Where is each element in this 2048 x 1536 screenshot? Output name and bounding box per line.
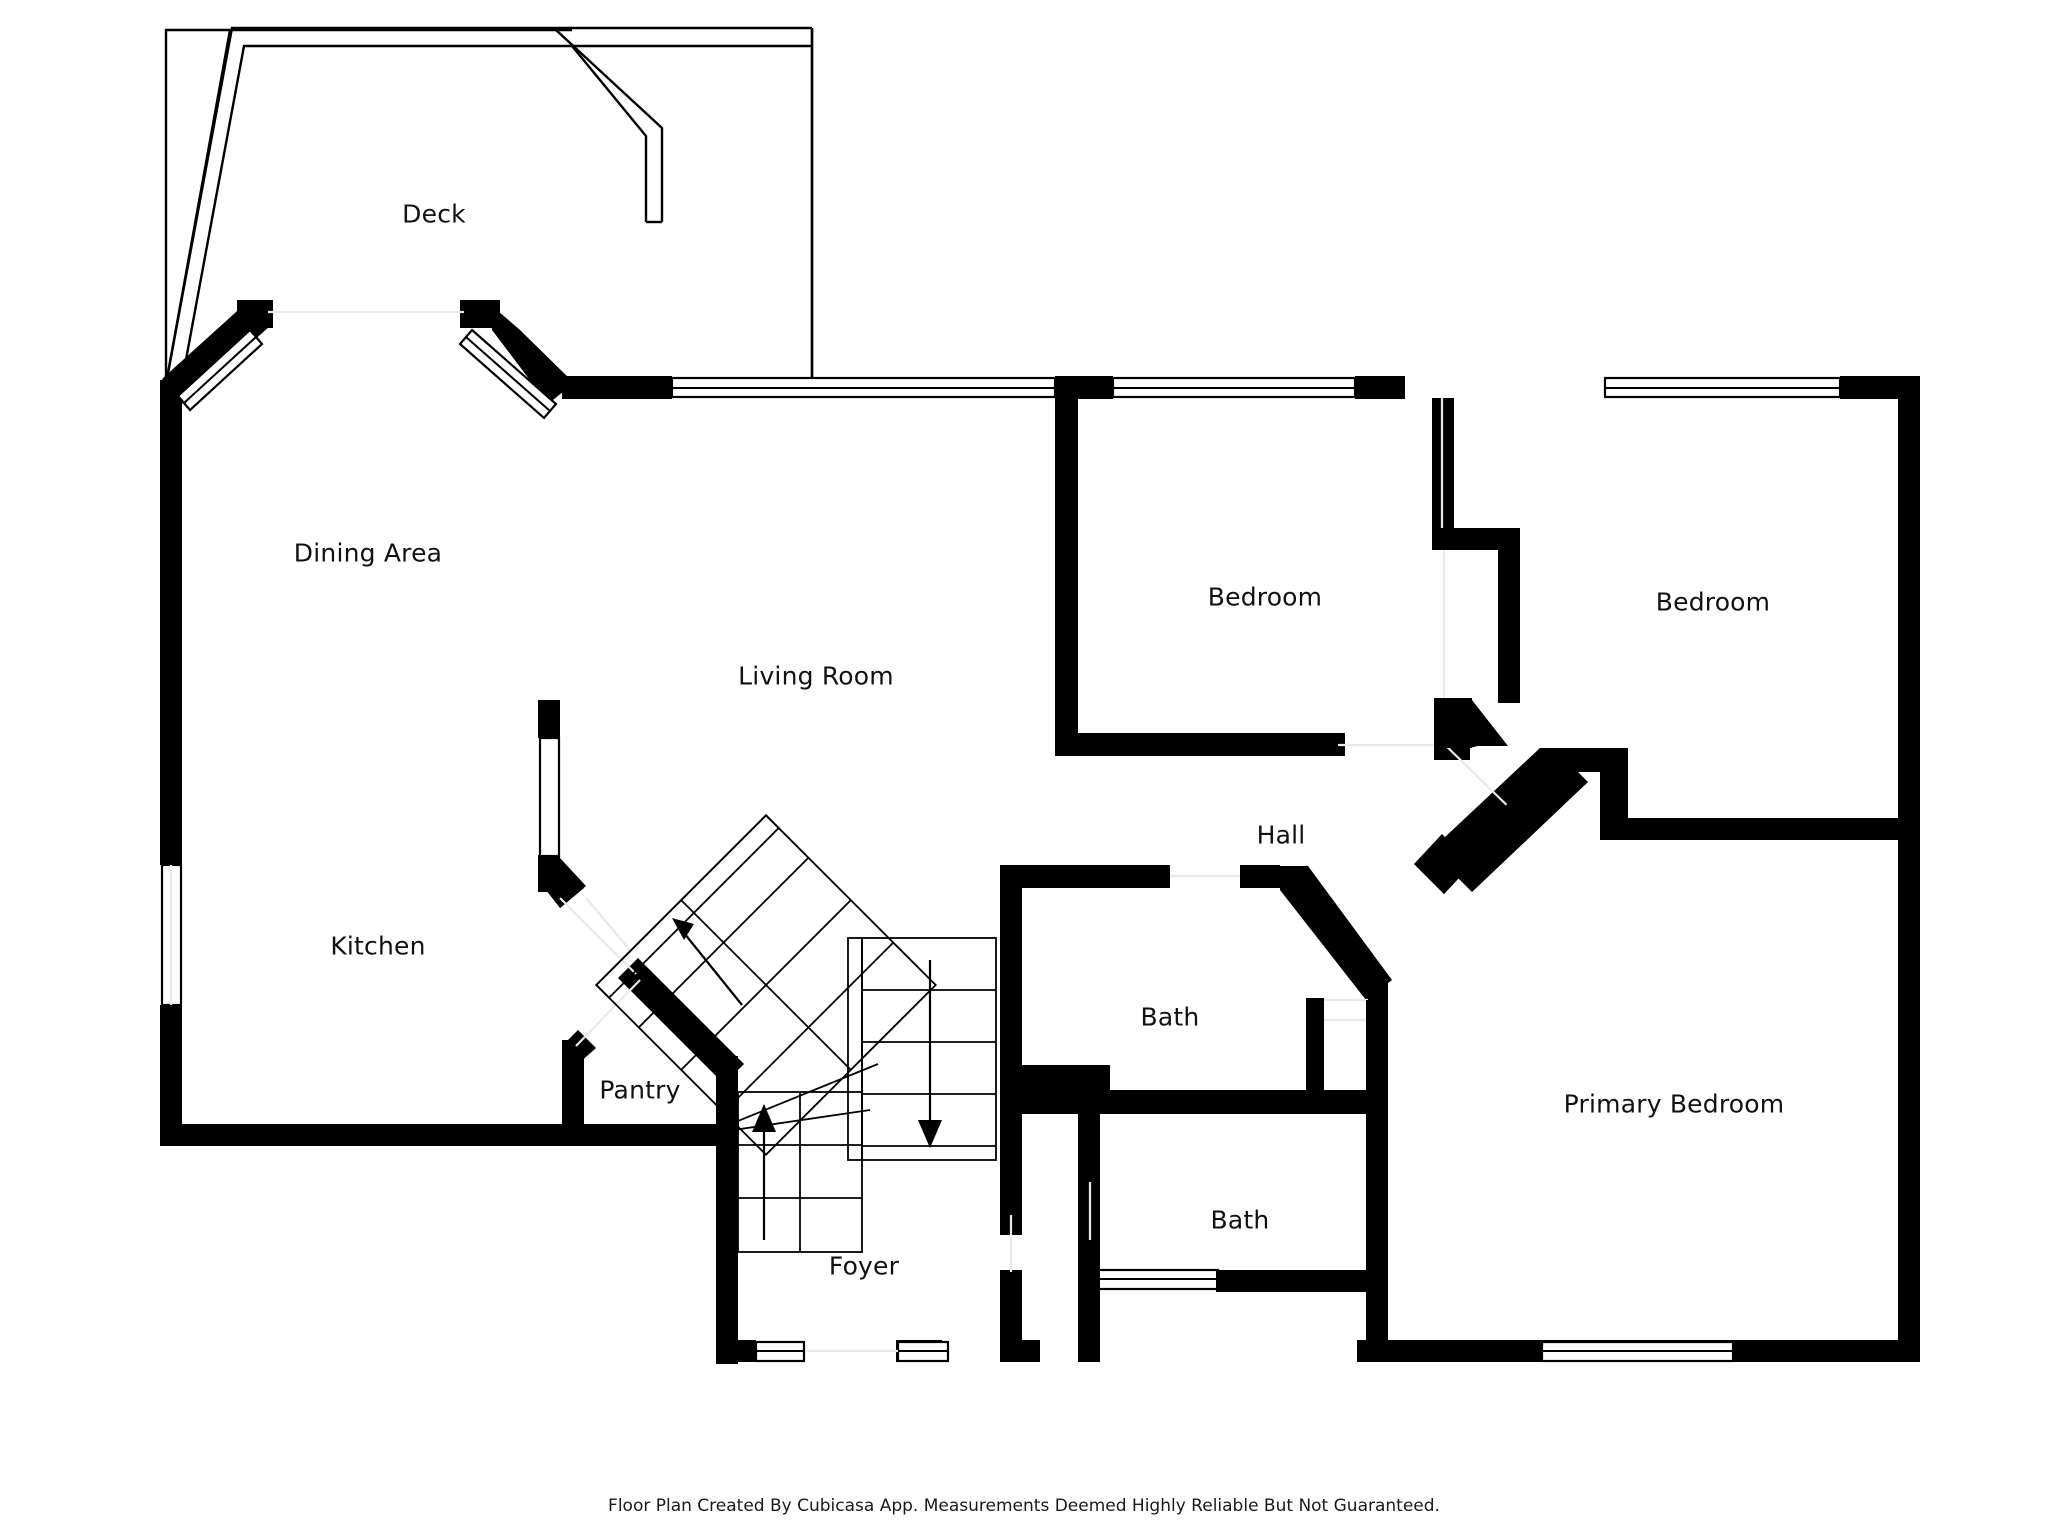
room-label-hall: Hall xyxy=(1256,820,1306,850)
bath-upper-stub xyxy=(1306,998,1324,1094)
kitchen-partition xyxy=(538,700,586,908)
room-label-primary-bedroom: Primary Bedroom xyxy=(1563,1089,1785,1119)
deck-railing xyxy=(164,26,814,396)
window-bedroom2-north xyxy=(1603,376,1842,399)
room-label-foyer: Foyer xyxy=(828,1251,900,1281)
footer-disclaimer: Floor Plan Created By Cubicasa App. Meas… xyxy=(608,1496,1440,1516)
window-bath-lower-south xyxy=(1090,1268,1220,1291)
window-foyer-south-a xyxy=(754,1340,806,1363)
window-bedroom1-north xyxy=(1111,376,1357,399)
bedroom-door-jamb-walls xyxy=(1434,698,1500,748)
room-label-pantry: Pantry xyxy=(599,1075,681,1105)
window-living-north xyxy=(670,376,1057,399)
room-label-dining-area: Dining Area xyxy=(293,538,443,568)
sliding-door-deck-left xyxy=(176,328,264,412)
room-label-kitchen: Kitchen xyxy=(330,931,426,961)
window-primary-south xyxy=(1540,1340,1735,1363)
room-label-living-room: Living Room xyxy=(738,661,894,691)
interior-walls xyxy=(538,376,1900,1364)
staircase-straight xyxy=(847,937,997,1161)
bath-fixture-lines xyxy=(1324,998,1366,1022)
room-label-bath-lower: Bath xyxy=(1210,1205,1270,1235)
window-foyer-south-b xyxy=(896,1340,950,1363)
staircase-lower-treads xyxy=(737,1091,863,1253)
room-label-bath-upper: Bath xyxy=(1140,1002,1200,1032)
bath-lower-right-wall xyxy=(1366,1000,1388,1362)
sliding-door-deck-right xyxy=(458,328,558,420)
room-label-bedroom-1: Bedroom xyxy=(1207,582,1323,612)
room-label-deck: Deck xyxy=(402,199,466,229)
room-label-bedroom-2: Bedroom xyxy=(1655,587,1771,617)
staircase-winder xyxy=(595,814,937,1156)
hall-diagonal-walls xyxy=(1414,748,1900,894)
